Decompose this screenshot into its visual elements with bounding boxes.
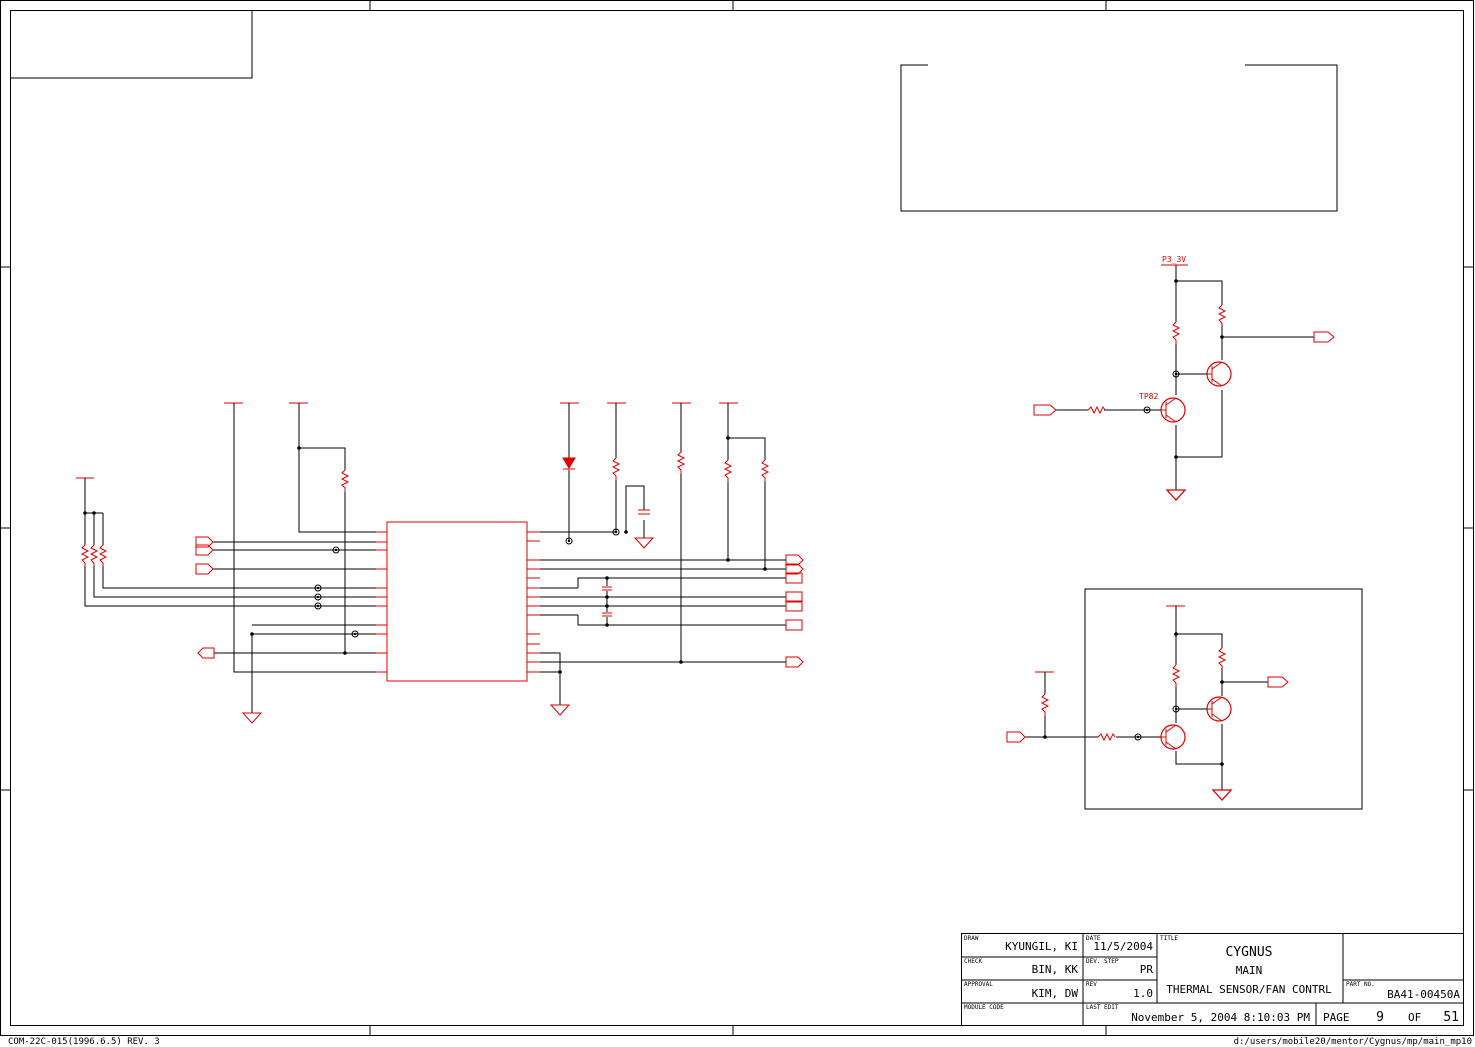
dev-step-value: PR [1140, 963, 1154, 976]
title-line-1: CYGNUS [1226, 945, 1273, 960]
title-block-labels-rev: REV [1086, 981, 1097, 988]
check-value: BIN, KK [1032, 963, 1079, 976]
fan-driver-circuit-2 [1006, 588, 1363, 810]
power-net-label: P3_3V [1162, 255, 1186, 264]
transistor-icon [1160, 724, 1186, 750]
testpoint-label: TP82 [1139, 392, 1158, 401]
title-line-2: MAIN [1236, 964, 1263, 977]
title-block-labels-of: OF [1408, 1011, 1421, 1024]
page-total: 51 [1443, 1010, 1459, 1025]
page-number: 9 [1376, 1010, 1384, 1025]
diode-icon [562, 457, 576, 470]
footer-file-path: d:/users/mobile20/mentor/Cygnus/mp/main_… [1234, 1037, 1472, 1047]
title-block: DRAW DATE TITLE CHECK DEV. STEP APPROVAL… [961, 933, 1464, 1026]
title-block-labels-dev-step: DEV. STEP [1086, 958, 1119, 965]
approval-value: KIM, DW [1032, 987, 1079, 1000]
title-block-labels-part-no: PART NO. [1346, 981, 1375, 988]
transistor-icon [1206, 696, 1232, 722]
title-block-labels-check: CHECK [964, 958, 982, 965]
footer-form-id: COM-22C-015(1996.6.5) REV. 3 [8, 1037, 160, 1047]
note-box [900, 64, 1338, 212]
thermal-sensor-circuit [76, 402, 804, 724]
draw-value: KYUNGIL, KI [1005, 940, 1078, 953]
title-block-labels-draw: DRAW [964, 935, 979, 942]
title-block-labels-date: DATE [1086, 935, 1101, 942]
title-line-3: THERMAL SENSOR/FAN CONTRL [1166, 983, 1332, 996]
part-number: BA41-00450A [1387, 988, 1460, 1001]
rev-value: 1.0 [1133, 987, 1153, 1000]
title-block-labels-title: TITLE [1160, 935, 1178, 942]
fan-driver-circuit-1: P3_3V TP82 [1033, 255, 1335, 501]
transistor-icon [1206, 361, 1232, 387]
ic-body [386, 521, 528, 682]
date-value: 11/5/2004 [1093, 940, 1153, 953]
title-block-labels-module-code: MODULE CODE [964, 1004, 1004, 1011]
title-block-labels-last-edit: LAST EDIT [1086, 1004, 1119, 1011]
last-edit-value: November 5, 2004 8:10:03 PM [1131, 1011, 1310, 1024]
transistor-icon [1160, 397, 1186, 423]
title-block-labels-approval: APPROVAL [964, 981, 993, 988]
title-block-labels-page: PAGE [1323, 1011, 1350, 1024]
